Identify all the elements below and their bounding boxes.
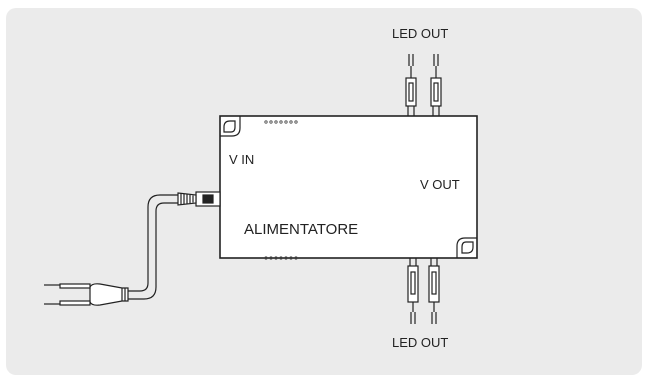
led-out-top-label: LED OUT bbox=[392, 26, 449, 41]
led-out-bottom-label: LED OUT bbox=[392, 335, 449, 350]
v-in-label: V IN bbox=[229, 152, 255, 167]
euro-plug bbox=[44, 283, 129, 306]
v-out-label: V OUT bbox=[420, 177, 460, 192]
led-connector-top-right bbox=[430, 54, 442, 116]
led-connector-top-left bbox=[405, 54, 417, 116]
vent-dots-top bbox=[264, 120, 298, 124]
device-name-label: ALIMENTATORE bbox=[244, 221, 359, 238]
vent-dots-bottom bbox=[264, 256, 298, 260]
led-connector-bottom-left bbox=[407, 258, 419, 324]
led-connector-bottom-right bbox=[428, 258, 440, 324]
power-supply-box bbox=[219, 115, 478, 259]
input-cable bbox=[128, 191, 221, 300]
